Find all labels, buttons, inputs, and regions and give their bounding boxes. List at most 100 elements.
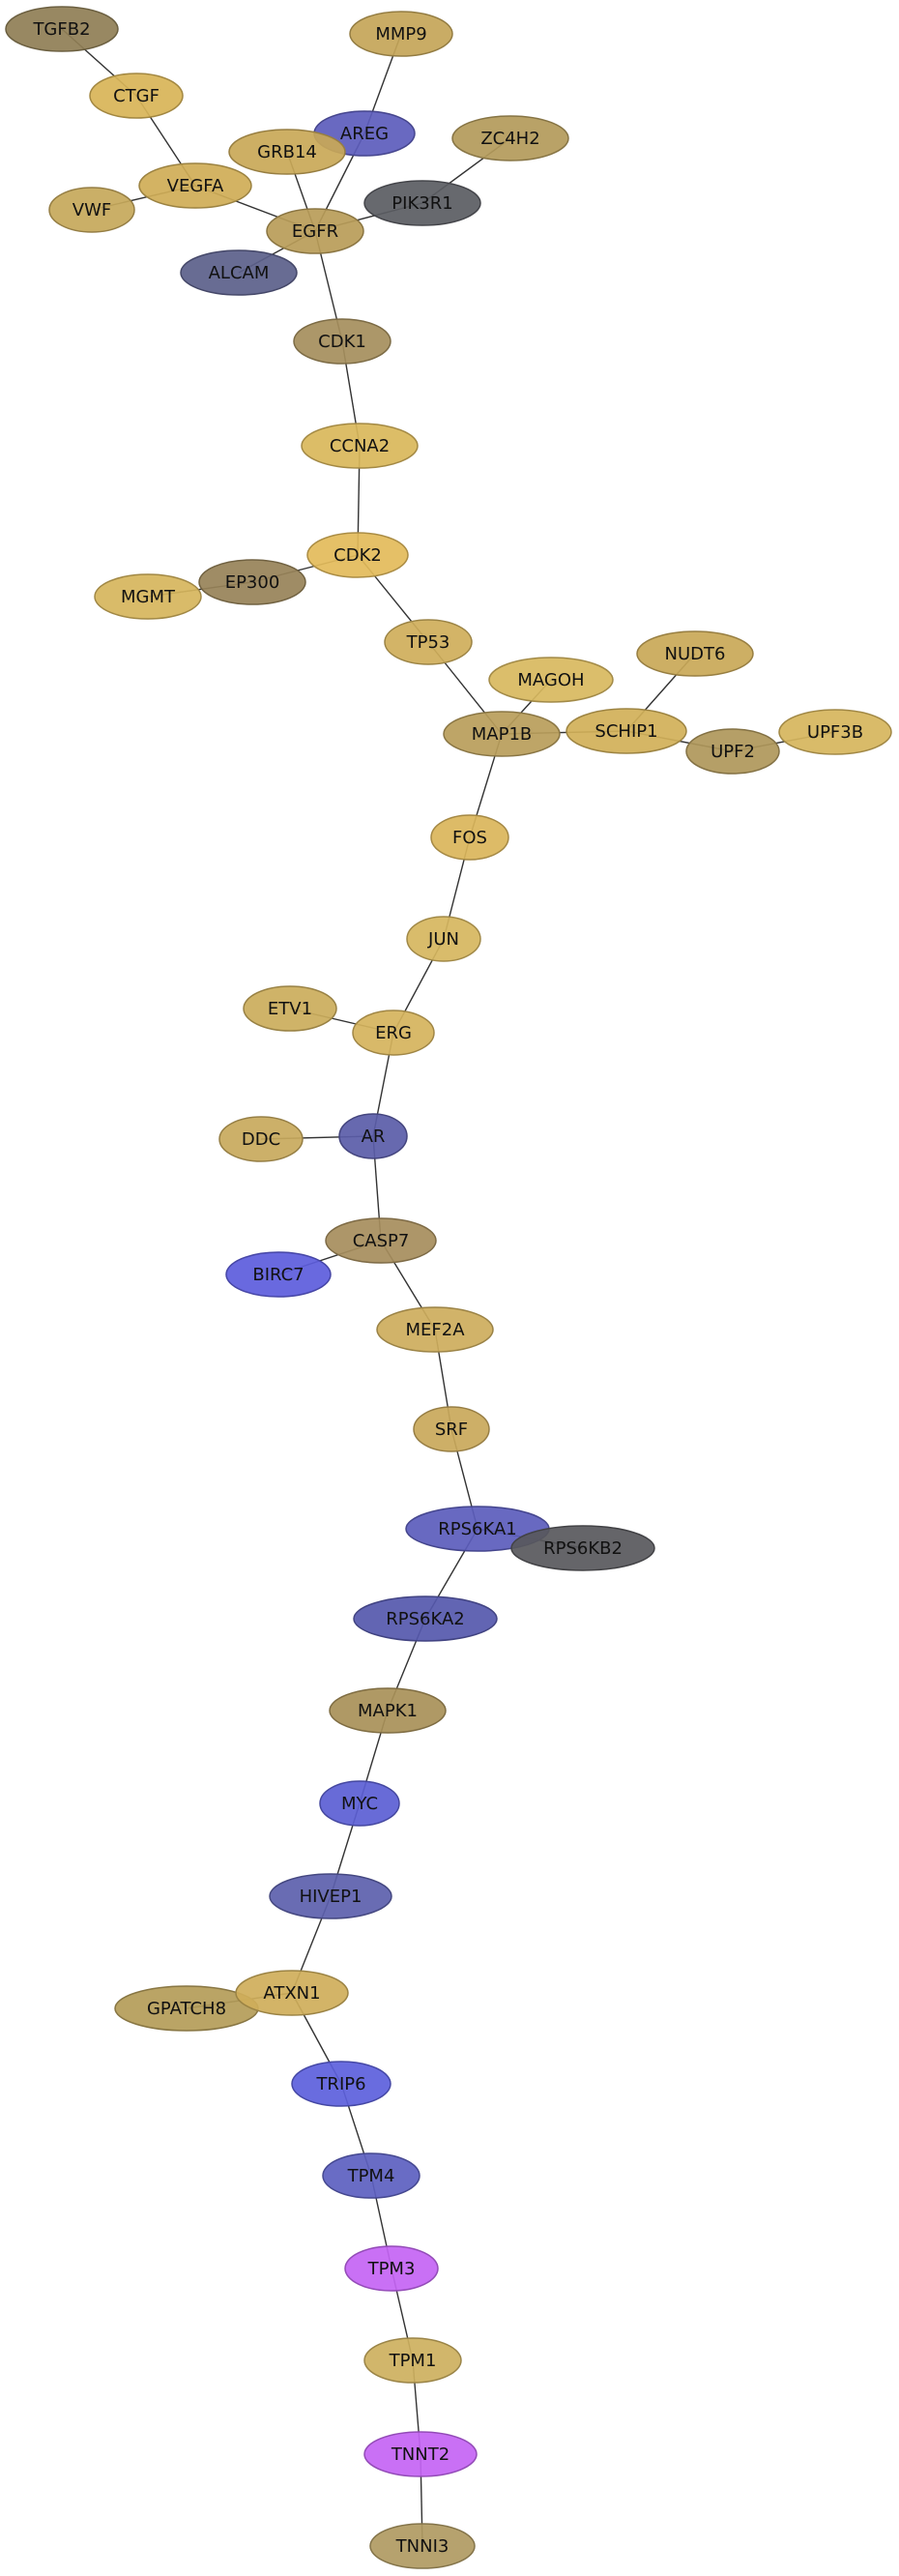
node-ellipse — [306, 532, 409, 578]
node-ellipse — [94, 573, 202, 620]
node-ctgf[interactable]: CTGF — [89, 73, 184, 119]
node-tpm3[interactable]: TPM3 — [344, 2245, 439, 2292]
node-ellipse — [369, 2523, 476, 2569]
node-label: TP53 — [406, 632, 450, 653]
node-label: EGFR — [292, 221, 338, 242]
node-zc4h2[interactable]: ZC4H2 — [451, 115, 569, 161]
node-ellipse — [338, 1113, 408, 1159]
node-ellipse — [363, 2337, 462, 2384]
node-nudt6[interactable]: NUDT6 — [636, 630, 754, 677]
node-hivep1[interactable]: HIVEP1 — [269, 1873, 392, 1919]
node-gpatch8[interactable]: GPATCH8 — [114, 1985, 259, 2032]
node-rps6ka2[interactable]: RPS6KA2 — [353, 1595, 498, 1642]
node-label: VEGFA — [167, 176, 224, 196]
node-label: EP300 — [225, 572, 280, 593]
node-ellipse — [293, 318, 392, 365]
node-trip6[interactable]: TRIP6 — [291, 2061, 392, 2107]
node-tnni3[interactable]: TNNI3 — [369, 2523, 476, 2569]
node-tnnt2[interactable]: TNNT2 — [363, 2431, 478, 2477]
node-label: GPATCH8 — [147, 1999, 226, 2019]
node-label: CDK1 — [318, 332, 366, 352]
node-rps6kb2[interactable]: RPS6KB2 — [510, 1525, 655, 1571]
node-mef2a[interactable]: MEF2A — [376, 1306, 494, 1353]
node-birc7[interactable]: BIRC7 — [225, 1251, 332, 1298]
node-cdk1[interactable]: CDK1 — [293, 318, 392, 365]
node-mmp9[interactable]: MMP9 — [349, 11, 453, 57]
node-cdk2[interactable]: CDK2 — [306, 532, 409, 578]
node-label: ERG — [375, 1023, 412, 1043]
node-ellipse — [301, 423, 419, 469]
node-label: PIK3R1 — [392, 193, 452, 214]
node-ellipse — [344, 2245, 439, 2292]
node-ellipse — [138, 162, 252, 209]
node-egfr[interactable]: EGFR — [266, 208, 364, 254]
node-label: DDC — [242, 1129, 280, 1150]
node-label: TNNT2 — [391, 2444, 450, 2465]
node-label: MAPK1 — [358, 1701, 418, 1721]
node-ellipse — [235, 1970, 349, 2016]
node-ep300[interactable]: EP300 — [198, 559, 306, 605]
node-label: TPM4 — [347, 2166, 395, 2186]
node-ellipse — [566, 708, 687, 754]
node-upf2[interactable]: UPF2 — [685, 728, 780, 775]
node-label: RPS6KA2 — [386, 1609, 465, 1629]
node-srf[interactable]: SRF — [413, 1406, 490, 1452]
node-label: UPF2 — [710, 742, 755, 762]
node-casp7[interactable]: CASP7 — [325, 1217, 437, 1264]
node-label: ATXN1 — [263, 1983, 320, 2004]
node-myc[interactable]: MYC — [319, 1780, 400, 1827]
node-jun[interactable]: JUN — [406, 916, 481, 962]
node-magoh[interactable]: MAGOH — [488, 657, 614, 703]
node-label: ETV1 — [268, 999, 312, 1019]
node-ellipse — [89, 73, 184, 119]
node-label: CASP7 — [353, 1231, 410, 1251]
node-rps6ka1[interactable]: RPS6KA1 — [405, 1506, 550, 1552]
node-tp53[interactable]: TP53 — [384, 619, 473, 665]
node-fos[interactable]: FOS — [430, 814, 509, 861]
node-mapk1[interactable]: MAPK1 — [329, 1687, 447, 1734]
node-alcam[interactable]: ALCAM — [180, 249, 298, 296]
node-label: TGFB2 — [32, 19, 90, 40]
node-ellipse — [329, 1687, 447, 1734]
node-ellipse — [376, 1306, 494, 1353]
node-ccna2[interactable]: CCNA2 — [301, 423, 419, 469]
node-ellipse — [636, 630, 754, 677]
node-vegfa[interactable]: VEGFA — [138, 162, 252, 209]
node-vwf[interactable]: VWF — [48, 187, 135, 233]
node-label: CTGF — [113, 86, 160, 106]
node-ellipse — [322, 2152, 420, 2199]
node-ar[interactable]: AR — [338, 1113, 408, 1159]
node-upf3b[interactable]: UPF3B — [778, 709, 892, 755]
node-ddc[interactable]: DDC — [218, 1116, 304, 1162]
edges-layer — [61, 28, 836, 2547]
node-ellipse — [510, 1525, 655, 1571]
node-erg[interactable]: ERG — [352, 1010, 435, 1056]
node-label: AREG — [340, 124, 389, 144]
node-tpm1[interactable]: TPM1 — [363, 2337, 462, 2384]
node-grb14[interactable]: GRB14 — [228, 129, 346, 175]
node-map1b[interactable]: MAP1B — [443, 711, 561, 757]
node-ellipse — [353, 1595, 498, 1642]
node-ellipse — [443, 711, 561, 757]
node-ellipse — [352, 1010, 435, 1056]
node-ellipse — [406, 916, 481, 962]
node-ellipse — [685, 728, 780, 775]
node-ellipse — [5, 6, 119, 52]
node-label: NUDT6 — [665, 644, 726, 664]
node-label: MMP9 — [375, 24, 426, 44]
node-tgfb2[interactable]: TGFB2 — [5, 6, 119, 52]
node-atxn1[interactable]: ATXN1 — [235, 1970, 349, 2016]
node-label: VWF — [72, 200, 111, 220]
node-schip1[interactable]: SCHIP1 — [566, 708, 687, 754]
node-label: TNNI3 — [395, 2536, 450, 2557]
node-tpm4[interactable]: TPM4 — [322, 2152, 420, 2199]
node-ellipse — [363, 2431, 478, 2477]
node-etv1[interactable]: ETV1 — [243, 985, 337, 1032]
node-label: TPM1 — [389, 2351, 437, 2371]
node-ellipse — [269, 1873, 392, 1919]
node-pik3r1[interactable]: PIK3R1 — [363, 180, 481, 226]
node-label: GRB14 — [257, 142, 317, 162]
node-mgmt[interactable]: MGMT — [94, 573, 202, 620]
node-label: AR — [362, 1127, 386, 1147]
